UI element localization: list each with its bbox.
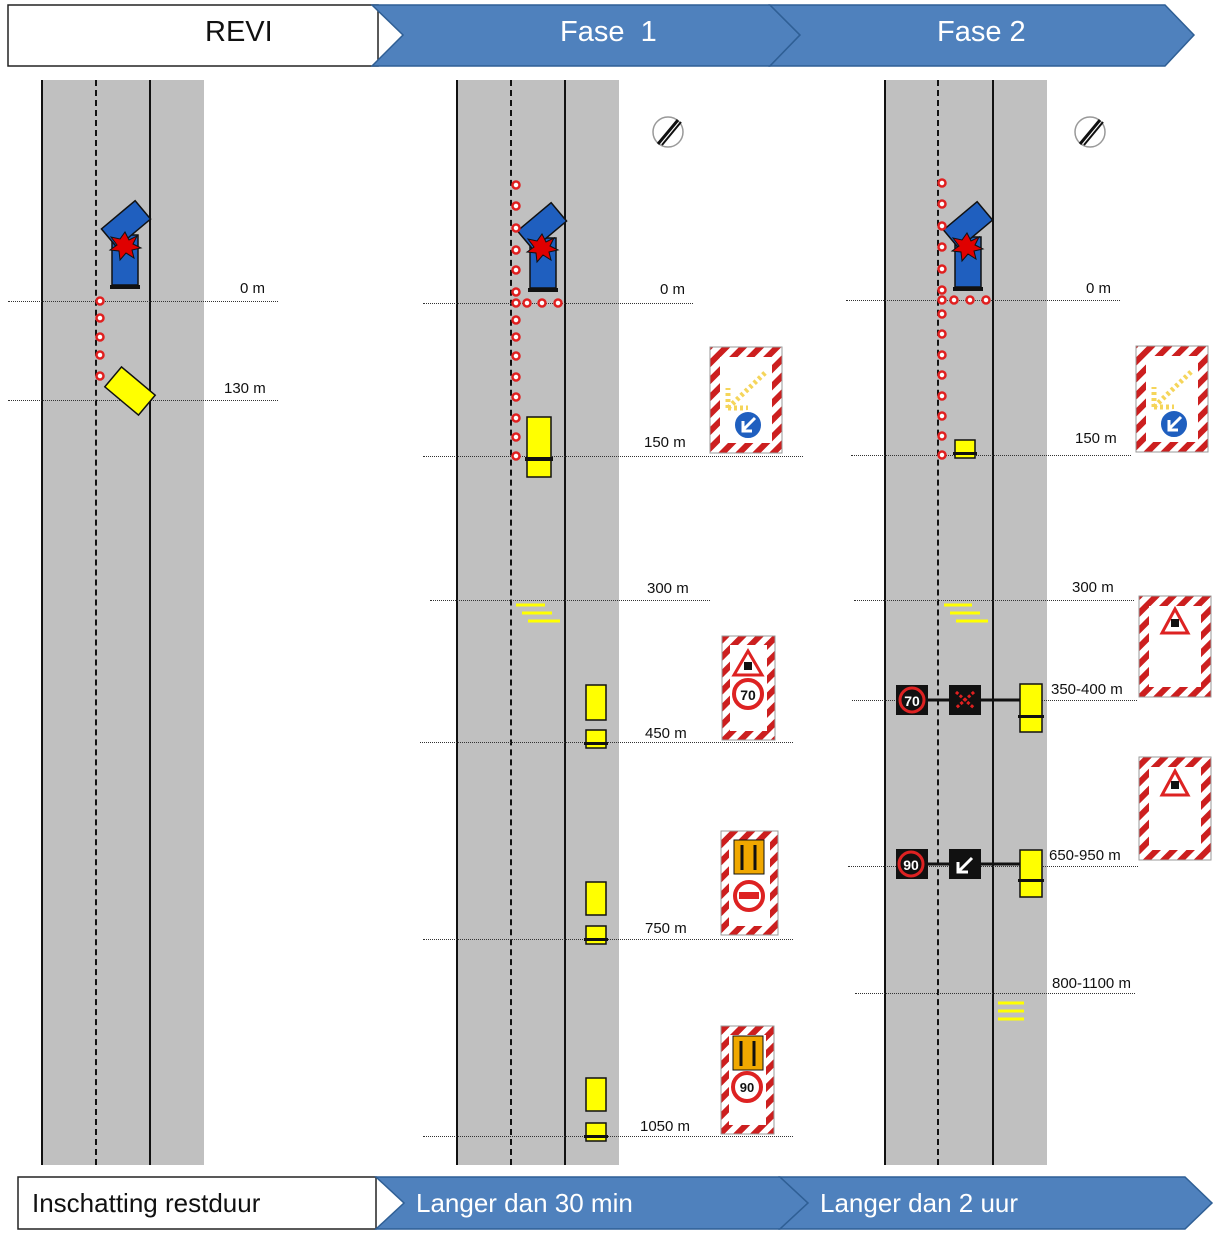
phase2-roadworks-sign [1138, 595, 1212, 698]
phase2-attenuator-vehicle [953, 439, 977, 459]
phase1-crashed-vehicles [516, 201, 568, 292]
phase2-roadworks-sign [1138, 756, 1212, 861]
phase2-lane-markings [944, 603, 1024, 1021]
phase2-distance-line [848, 866, 1138, 867]
phase2-distance-label: 0 m [1086, 280, 1112, 297]
phase2-cone-taper [937, 178, 991, 460]
phase2-matrix-70-label: 70 [904, 693, 920, 709]
revi-attenuator-vehicle [103, 365, 157, 417]
phase1-distance-label: 750 m [645, 920, 687, 937]
phase1-distance-line [423, 456, 803, 457]
phase1-distance-line [430, 600, 710, 601]
revi-distance-line [8, 301, 278, 302]
revi-distance-label: 130 m [224, 380, 266, 397]
phase1-lane-closed-90-sign [720, 1025, 775, 1135]
phase2-lane-divider [937, 80, 939, 1165]
phase1-distance-label: 150 m [644, 434, 686, 451]
phase2-distance-label: 300 m [1072, 579, 1114, 596]
phase1-distance-label: 0 m [660, 281, 686, 298]
phase1-shoulder-vehicles [585, 684, 607, 1142]
phase1-shoulder-vehicle-bars [584, 742, 608, 1138]
duration-footer [17, 1176, 1214, 1230]
phase2-road-edge-left [884, 80, 886, 1165]
phase1-lane-closed-sign [720, 830, 779, 936]
phase2-matrix-90-label: 90 [903, 857, 919, 873]
phase1-attenuator-vehicle [525, 416, 553, 478]
phase2-matrix-gantry [896, 849, 1044, 898]
revi-header-label: REVI [205, 16, 273, 48]
phase2-crashed-vehicles [942, 200, 994, 291]
phase1-road-edge-right [564, 80, 566, 1165]
phase2-distance-line [854, 600, 1134, 601]
revi-road-edge-left [41, 80, 43, 1165]
phase1-distance-label: 1050 m [640, 1118, 691, 1135]
revi-cone-line [95, 296, 105, 381]
phase1-arrow-board-sign [709, 346, 783, 454]
phase1-distance-label: 450 m [645, 725, 687, 742]
phase1-duration-label: Langer dan 30 min [416, 1188, 633, 1218]
phase1-end-restriction-sign [652, 116, 684, 148]
phase2-distance-line [855, 993, 1135, 994]
phase2-matrix-gantry [896, 683, 1044, 733]
phase1-speed-90-label: 90 [740, 1080, 754, 1095]
revi-lane-divider [95, 80, 97, 1165]
phase1-roadworks-70-sign [721, 635, 776, 741]
revi-distance-label: 0 m [240, 280, 266, 297]
phase2-end-restriction-sign [1074, 116, 1106, 148]
estimate-label: Inschatting restduur [32, 1188, 261, 1218]
phase2-distance-label: 350-400 m [1051, 681, 1123, 698]
phase1-lane-divider [510, 80, 512, 1165]
phase1-lane-markings [516, 603, 560, 623]
phase2-distance-label: 150 m [1075, 430, 1117, 447]
phase1-speed-70-label: 70 [740, 687, 756, 703]
phase2-distance-label: 800-1100 m [1052, 975, 1131, 992]
phase2-distance-label: 650-950 m [1049, 847, 1121, 864]
phase1-header-label: Fase 1 [560, 16, 657, 48]
phase2-header-label: Fase 2 [937, 16, 1026, 48]
revi-crashed-vehicles [100, 199, 152, 289]
phase1-distance-label: 300 m [647, 580, 689, 597]
phase2-arrow-board-sign [1135, 345, 1209, 453]
phase-header [7, 4, 1196, 67]
phase2-duration-label: Langer dan 2 uur [820, 1188, 1019, 1218]
phase2-distance-line [851, 455, 1131, 456]
revi-road-edge-right [149, 80, 151, 1165]
phase1-cone-taper [511, 180, 563, 461]
phase2-road-edge-right [992, 80, 994, 1165]
phase1-road-edge-left [456, 80, 458, 1165]
